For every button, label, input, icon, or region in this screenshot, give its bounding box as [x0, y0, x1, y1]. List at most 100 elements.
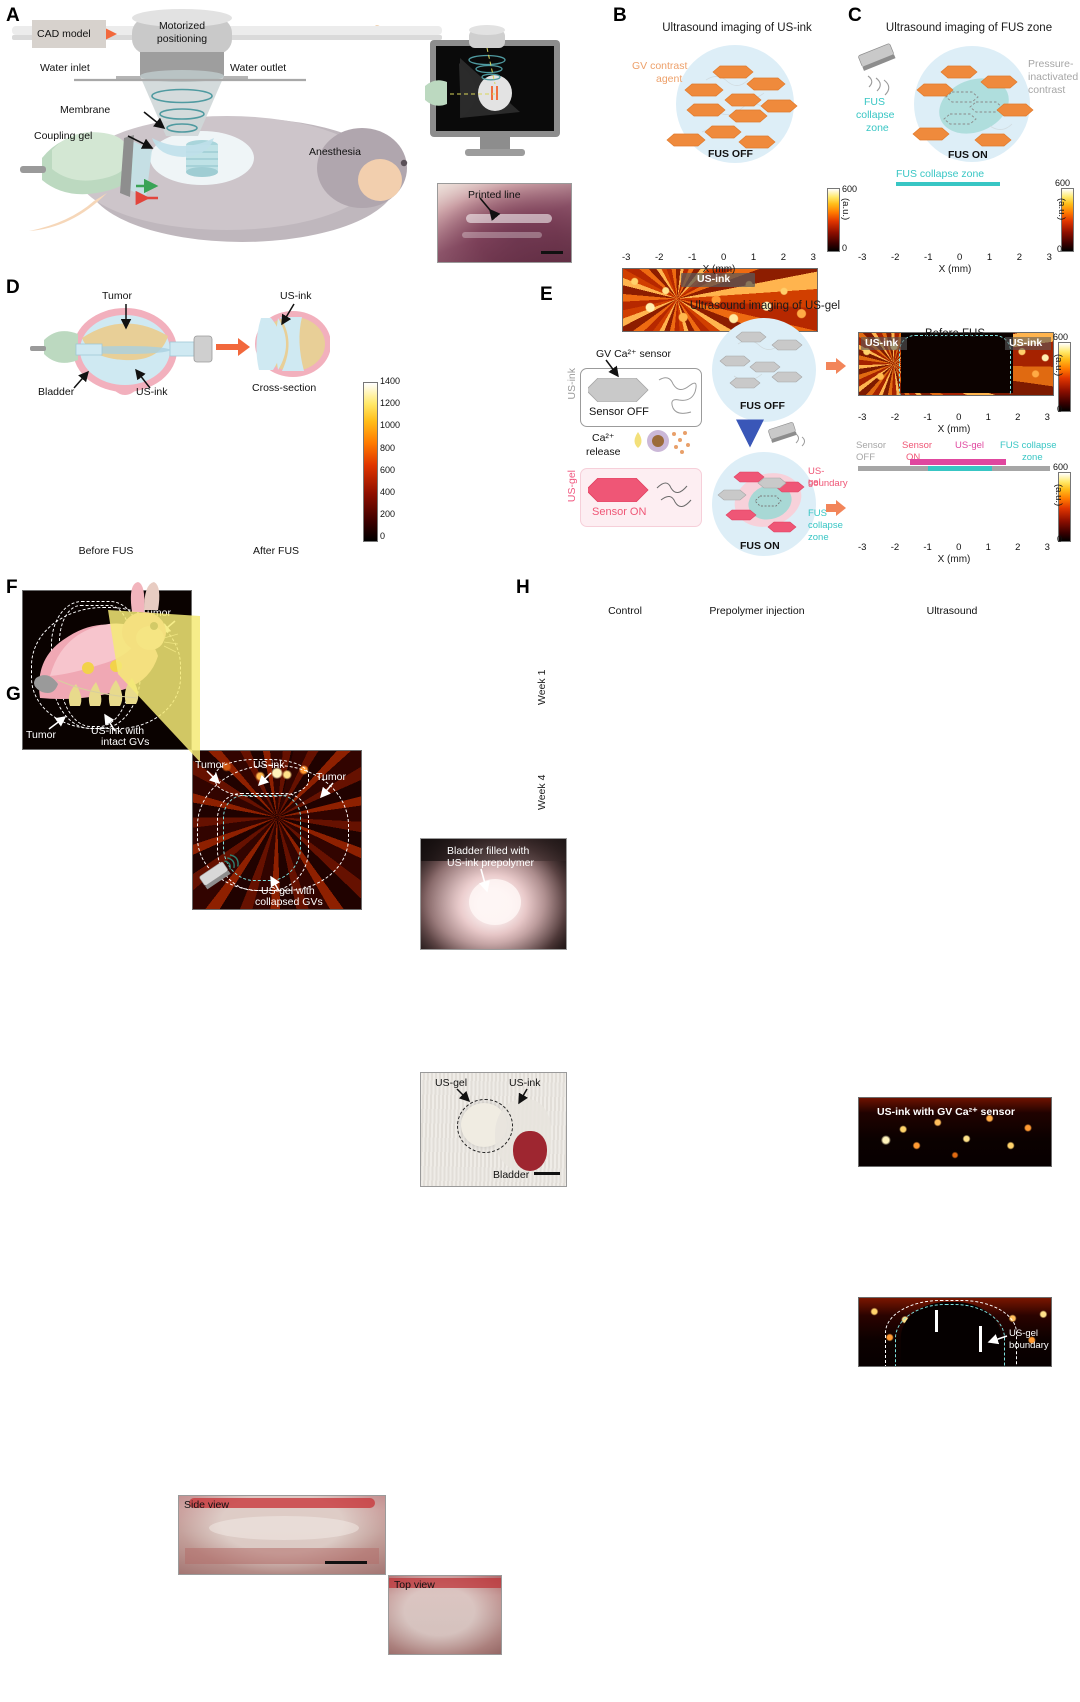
- cbar-tick: 1000: [380, 420, 401, 430]
- xtick: -2: [891, 252, 900, 263]
- panel-e-sensor-off-col-line2: OFF: [856, 452, 875, 463]
- panel-e-bottom-colorbar-unit: (a.u.): [1053, 484, 1064, 507]
- panel-b-title: Ultrasound imaging of US-ink: [662, 22, 812, 34]
- panel-c-title: Ultrasound imaging of FUS zone: [885, 22, 1053, 34]
- panel-e-top-us-image: US-ink with GV Ca²⁺ sensor: [858, 1097, 1052, 1167]
- panel-e-sensor-off-polymer: [655, 372, 699, 423]
- cbar-tick: 600: [380, 465, 396, 475]
- panel-e-sensor-off-col-line1: Sensor: [856, 440, 887, 451]
- panel-e-sensor-on-label: Sensor ON: [592, 506, 647, 518]
- panel-e-ca-release-line2: release: [586, 446, 621, 458]
- panel-e-fus-collapse-line2: collapse: [808, 520, 843, 531]
- panel-c-fus-collapse-line2: collapse: [856, 109, 895, 121]
- xtick: -1: [924, 252, 933, 263]
- xtick: -1: [923, 412, 932, 423]
- panel-c-fus-collapse-line3: zone: [866, 122, 889, 134]
- xtick: 2: [780, 252, 787, 263]
- panel-a-letter: A: [6, 5, 20, 26]
- xtick: 0: [956, 412, 962, 423]
- panel-c-fus-state: FUS ON: [948, 149, 988, 161]
- panel-h-letter: H: [516, 577, 530, 598]
- membrane-label: Membrane: [60, 104, 111, 116]
- cad-model-label: CAD model: [37, 28, 91, 40]
- panel-d-before-caption-line2: intact GVs: [101, 736, 150, 748]
- panel-e-sensor-on-col-line1: Sensor: [902, 440, 933, 451]
- panel-e-usgel-boundary-line1: US-gel: [808, 466, 825, 488]
- xtick: -1: [688, 252, 697, 263]
- panel-h-row-week1: Week 1: [536, 669, 548, 705]
- panel-e-fuson-diagram: FUS ON US-gel boundary FUS collapse zone: [712, 452, 848, 572]
- panel-e-sensor-on-polymer: [655, 474, 699, 525]
- panel-d-colorbar-ticks: 1400 1200 1000 800 600 400 200 0: [380, 376, 414, 546]
- panel-d-colorbar: [363, 382, 378, 542]
- panel-b-xlabel: X (mm): [702, 264, 736, 275]
- panel-d-after-caption: After FUS: [252, 545, 300, 557]
- panel-d-after-caption-line2: collapsed GVs: [255, 896, 323, 908]
- panel-f-side-view-label: Side view: [184, 1499, 229, 1511]
- panel-e-fus-zone-col-line1: FUS collapse: [1000, 440, 1057, 451]
- panel-e-bottom-xticks: -3 -2 -1 0 1 2 3: [858, 542, 1050, 553]
- motorized-label-line1: Motorized: [158, 20, 206, 32]
- panel-d-bladder-schematic: Tumor Bladder US-ink US-ink Cross-sectio…: [30, 290, 330, 402]
- panel-h-col-control: Control: [608, 605, 642, 617]
- cbar-tick: 1400: [380, 376, 401, 386]
- panel-b-colorbar-max: 600: [842, 184, 858, 194]
- panel-e-bottom-colorbar: [1058, 472, 1071, 542]
- xtick: 2: [1016, 252, 1023, 263]
- panel-e-sensor-on-col-line2: ON: [906, 452, 921, 463]
- panel-c-zone-bar-label: FUS collapse zone: [896, 168, 985, 180]
- xtick: 3: [1044, 412, 1050, 423]
- panel-e-bottom-colorbar-max: 600: [1053, 462, 1069, 472]
- coupling-gel-label: Coupling gel: [34, 130, 93, 142]
- panel-e-magenta-bar: [910, 459, 1006, 465]
- panel-d-before-caption: Before FUS: [78, 545, 134, 557]
- panel-d-tumor-label: Tumor: [102, 290, 132, 302]
- panel-c-colorbar: [1061, 188, 1074, 252]
- panel-e-top-image-label: US-ink with GV Ca²⁺ sensor: [877, 1106, 1015, 1118]
- panel-b-us-image: US-ink: [622, 268, 818, 332]
- xtick: 3: [1046, 252, 1052, 263]
- panel-d-after-tumor-right: Tumor: [316, 771, 346, 783]
- panel-b-colorbar-min: 0: [842, 243, 848, 253]
- panel-f-letter: F: [6, 577, 18, 598]
- panel-d-photo-usgel-label: US-gel: [435, 1077, 468, 1089]
- panel-d-before-caption-line1: US-ink with: [91, 725, 145, 737]
- panel-e-top-colorbar-min: 0: [1057, 404, 1063, 414]
- anesthesia-label: Anesthesia: [309, 146, 361, 158]
- panel-c-colorbar-max: 600: [1055, 178, 1071, 188]
- panel-b-xticks: -3 -2 -1 0 1 2 3: [622, 252, 816, 263]
- panel-d-bladder-label: Bladder: [38, 386, 75, 398]
- panel-e-cyan-bar: [928, 466, 992, 471]
- gv-contrast-label-line1: GV contrast: [632, 60, 688, 72]
- panel-e-title: Ultrasound imaging of US-gel: [689, 300, 841, 312]
- xtick: -3: [622, 252, 631, 263]
- panel-e-top-colorbar-unit: (a.u.): [1053, 354, 1064, 377]
- panel-g-letter: G: [6, 684, 21, 705]
- xtick: -2: [890, 412, 900, 423]
- panel-d-letter: D: [6, 277, 20, 298]
- panel-e-fus-zone-col-line2: zone: [1022, 452, 1043, 463]
- xtick: -3: [858, 412, 867, 423]
- panel-d-photo-top-line1: Bladder filled with: [447, 845, 530, 857]
- gv-contrast-label-line2: agent: [656, 73, 683, 85]
- panel-c-xlabel: X (mm): [938, 264, 972, 275]
- motorized-label-line2: positioning: [156, 33, 208, 45]
- panel-c-letter: C: [848, 5, 862, 26]
- xtick: 1: [750, 252, 757, 263]
- panel-d-photo-top-line2: US-ink prepolymer: [447, 857, 534, 869]
- xtick: -3: [858, 252, 867, 263]
- panel-d-usink-top-label: US-ink: [280, 290, 312, 302]
- panel-c-xticks: -3 -2 -1 0 1 2 3: [858, 252, 1052, 263]
- panel-e-top-xticks: -3 -2 -1 0 1 2 3: [858, 412, 1050, 423]
- xtick: 1: [985, 542, 991, 553]
- panel-e-fus-collapse-line1: FUS: [808, 508, 827, 519]
- panel-c-pressure-line2: inactivated: [1028, 71, 1079, 83]
- panel-e-top-colorbar: [1058, 342, 1071, 412]
- panel-h-col-ultrasound: Ultrasound: [926, 605, 978, 617]
- panel-d-usink-label: US-ink: [136, 386, 168, 398]
- panel-b-colorbar-unit: (a.u.): [840, 198, 851, 221]
- panel-e-bottom-us-image: US-gel boundary: [858, 1297, 1052, 1367]
- panel-e-usgel-side-label: US-gel: [566, 470, 578, 503]
- panel-c-zone-bar: [896, 182, 1000, 186]
- panel-a-schematic: CAD model Motorized positioning Water in…: [12, 8, 442, 268]
